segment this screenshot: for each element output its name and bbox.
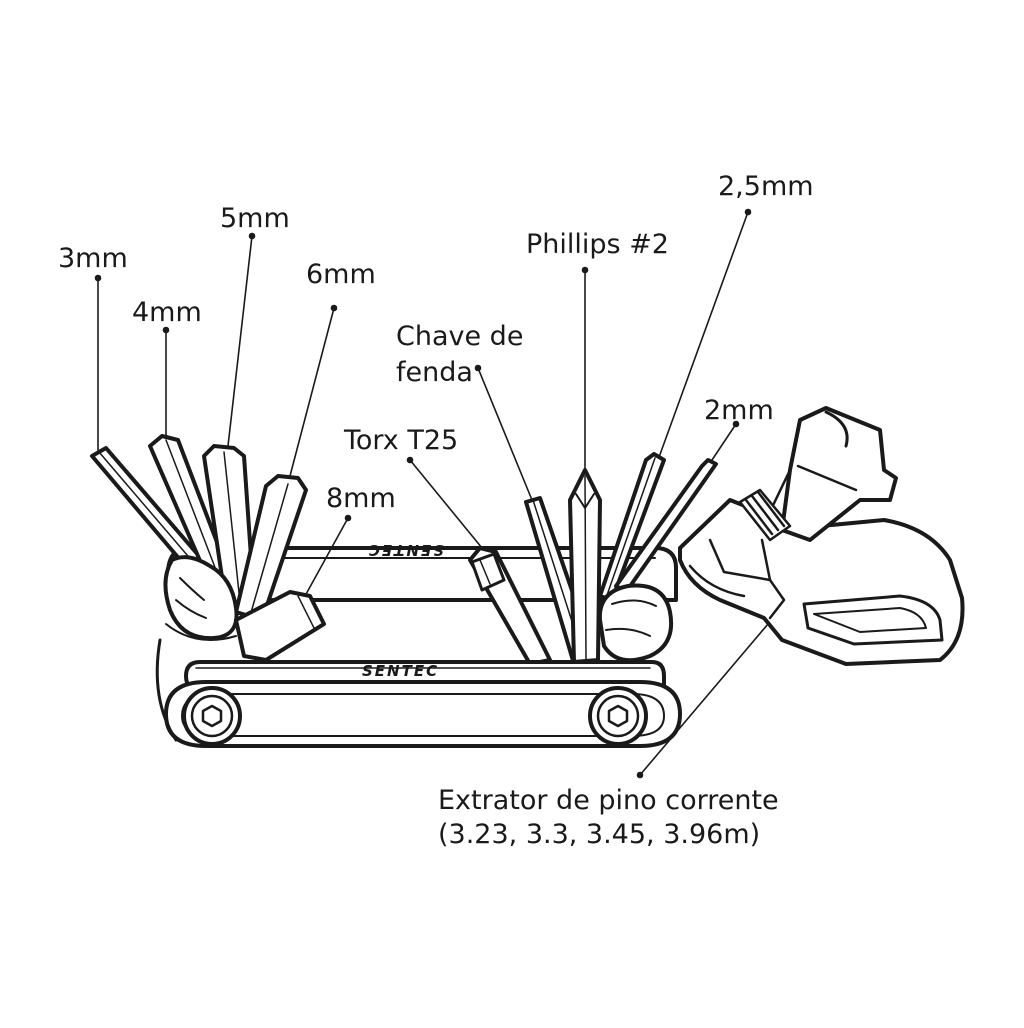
- hex-key-2-5mm: [598, 452, 666, 602]
- label-phillips-2: Phillips #2: [526, 229, 669, 260]
- label-fenda: fenda: [396, 357, 473, 388]
- leader-2-5mm: [657, 211, 749, 461]
- leader-torx: [409, 459, 483, 549]
- brand-logo-back: SENTEC: [367, 541, 444, 559]
- left-pivot-hub: [163, 555, 239, 641]
- label-6mm: 6mm: [306, 259, 376, 290]
- torx-t25-bit: [468, 546, 552, 666]
- phillips-2-bit: [568, 468, 602, 664]
- label-4mm: 4mm: [132, 297, 202, 328]
- label-2mm: 2mm: [704, 395, 774, 426]
- label-chain-sizes: (3.23, 3.3, 3.45, 3.96m): [438, 819, 761, 850]
- right-pivot-hub: [597, 583, 673, 663]
- left-bolt: [182, 686, 242, 746]
- chain-tool: [678, 406, 965, 666]
- label-5mm: 5mm: [220, 203, 290, 234]
- brand-logo-front: SENTEC: [362, 662, 439, 680]
- label-chain-tool: Extrator de pino corrente: [438, 785, 779, 816]
- leader-6mm: [289, 307, 335, 477]
- hex-key-2mm: [614, 458, 718, 594]
- label-2-5mm: 2,5mm: [718, 171, 814, 202]
- label-3mm: 3mm: [58, 243, 128, 274]
- label-8mm: 8mm: [326, 483, 396, 514]
- label-torx-t25: Torx T25: [344, 425, 459, 456]
- leader-5mm: [227, 235, 253, 447]
- leader-chain: [639, 623, 769, 776]
- hex-key-8mm: [234, 590, 326, 662]
- label-chave-de: Chave de: [396, 321, 524, 352]
- leader-2mm: [707, 423, 737, 467]
- leader-flat: [477, 367, 533, 501]
- right-bolt: [588, 686, 648, 746]
